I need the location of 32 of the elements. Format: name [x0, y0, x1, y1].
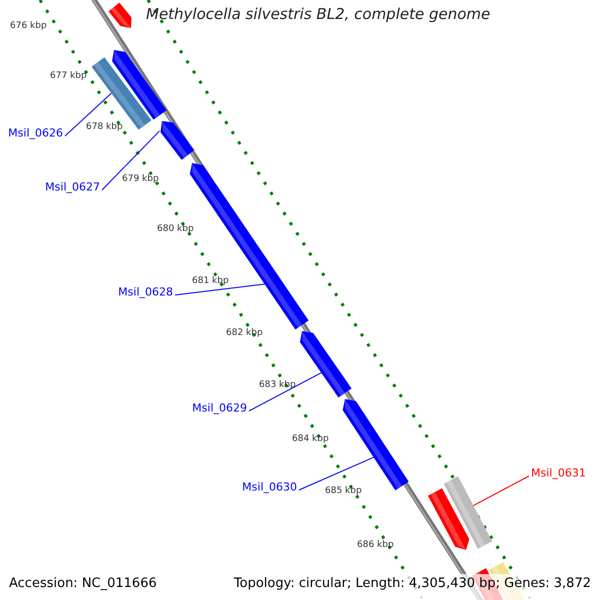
gene-label: Msil_0626	[8, 128, 63, 138]
leader-line	[298, 456, 374, 490]
tick-label: 686 kbp	[357, 541, 394, 550]
gene-label: Msil_0631	[531, 468, 586, 478]
gene-label: Msil_0627	[45, 182, 100, 192]
tick-label: 678 kbp	[86, 123, 123, 132]
gene-feature-bar	[112, 50, 167, 120]
gene-feature-bar	[428, 488, 470, 550]
gene-feature-bar	[160, 121, 194, 160]
genome-summary-text: Topology: circular; Length: 4,305,430 bp; Genes: 3,872	[234, 577, 591, 590]
tick-label: 685 kbp	[325, 487, 362, 496]
title: Methylocella silvestris BL2, complete genome	[146, 7, 490, 22]
gene-label: Msil_0629	[192, 402, 247, 414]
tick-label: 683 kbp	[259, 381, 296, 390]
gene-feature-bar	[300, 331, 352, 398]
tick-label: 677 kbp	[50, 72, 87, 81]
leader-line	[472, 476, 530, 506]
gene-label: Msil_0628	[118, 286, 173, 298]
gene-feature-bar	[108, 2, 132, 28]
tick-label: 676 kbp	[10, 22, 47, 31]
leader-line	[102, 130, 160, 190]
leader-line	[64, 92, 112, 136]
tick-label: 681 kbp	[192, 277, 229, 286]
tick-label: 684 kbp	[292, 435, 329, 444]
tick-label: 679 kbp	[122, 175, 159, 184]
accession-text: Accession: NC_011666	[9, 577, 157, 590]
gene-feature-bar	[444, 476, 492, 549]
tick-label: 680 kbp	[157, 225, 194, 234]
gene-label: Msil_0630	[242, 482, 297, 492]
tick-label: 682 kbp	[226, 329, 263, 338]
leader-line	[174, 284, 266, 296]
leader-line	[248, 372, 322, 412]
